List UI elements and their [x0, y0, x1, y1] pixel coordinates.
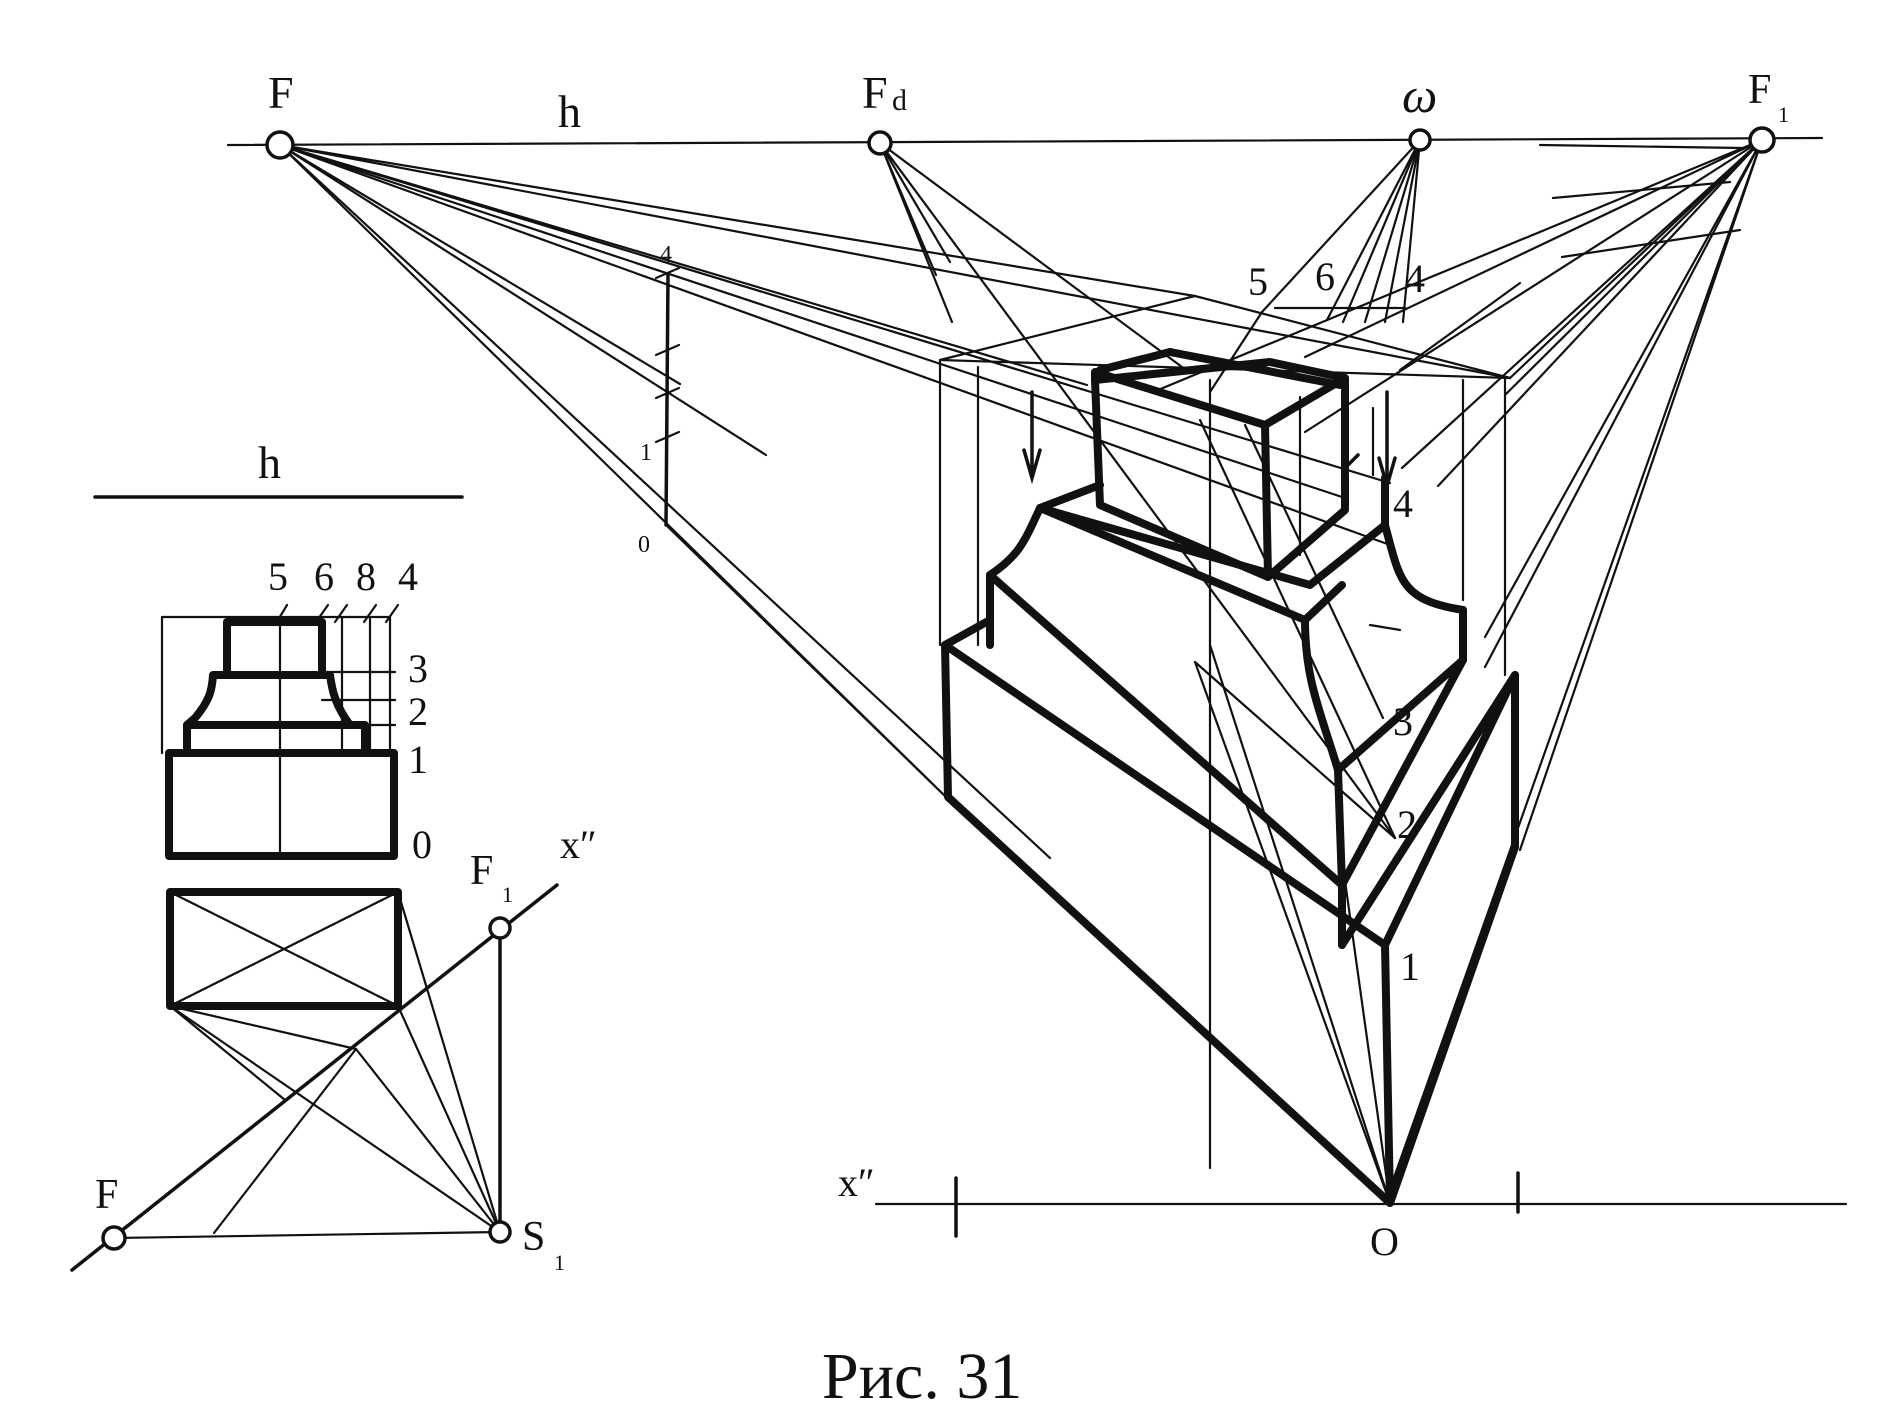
- perspective-drawing: F h F d ω F 1 x″ O 4 1 0 4 3 2 1 5 6 4: [226, 67, 1848, 1264]
- label-s1-sub: 1: [554, 1250, 565, 1275]
- label-omega: ω: [1402, 67, 1437, 123]
- ortho-top-5: 5: [268, 554, 288, 599]
- scale-label-4: 4: [660, 242, 672, 268]
- horizon-line: [226, 136, 1824, 147]
- label-s1: S: [522, 1214, 545, 1260]
- top-label-4: 4: [1405, 256, 1425, 301]
- rays-from-omega: [1208, 138, 1422, 394]
- station-point-s1: [488, 1220, 512, 1244]
- point-f1-plan: [488, 916, 512, 940]
- right-label-3: 3: [1393, 699, 1413, 744]
- label-o: O: [1370, 1219, 1399, 1264]
- scale-label-0: 0: [638, 532, 650, 558]
- right-label-4: 4: [1393, 481, 1413, 526]
- point-f-plan: [101, 1225, 127, 1251]
- construction-diagonals: [1193, 418, 1402, 1205]
- label-x2-right: x″: [838, 1160, 875, 1205]
- distance-point-fd: [867, 130, 893, 156]
- ortho-side-1: 1: [408, 737, 428, 782]
- label-f1-plan: F: [470, 848, 493, 894]
- label-h-top: h: [558, 86, 581, 137]
- rays-from-f: [278, 143, 1512, 860]
- label-f1-sub: 1: [1778, 102, 1789, 127]
- right-label-2: 2: [1397, 802, 1417, 847]
- figure-caption: Рис. 31: [822, 1340, 1022, 1413]
- label-f1: F: [1748, 67, 1771, 113]
- label-f1-plan-sub: 1: [502, 882, 513, 907]
- label-x2-left: x″: [560, 822, 597, 867]
- rays-from-fd: [878, 141, 1397, 840]
- label-f: F: [268, 67, 294, 118]
- height-scale: [654, 266, 948, 799]
- front-view: [160, 603, 400, 860]
- ortho-side-3: 3: [408, 646, 428, 691]
- ortho-top-4: 4: [398, 554, 418, 599]
- vanishing-point-omega: [1408, 128, 1432, 152]
- label-fd-sub: d: [892, 84, 907, 117]
- label-h-left: h: [258, 437, 281, 488]
- scale-label-1: 1: [640, 440, 652, 466]
- orthographic-drawing: h 5 6 8 4 3 2 1 0: [70, 437, 597, 1275]
- top-label-5: 5: [1248, 259, 1268, 304]
- label-fd: F: [862, 67, 888, 118]
- plan-view: [166, 888, 402, 1010]
- ortho-side-0: 0: [412, 822, 432, 867]
- ortho-side-2: 2: [408, 689, 428, 734]
- ortho-top-6: 6: [314, 554, 334, 599]
- vanishing-point-f1: [1748, 126, 1776, 154]
- right-label-1: 1: [1400, 944, 1420, 989]
- plan-rays: [70, 883, 559, 1272]
- rays-from-f1: [1156, 138, 1764, 1205]
- stepped-pedestal: [941, 348, 1519, 1207]
- vanishing-point-f: [265, 130, 295, 160]
- label-f-plan: F: [95, 1172, 118, 1218]
- ortho-top-8: 8: [356, 554, 376, 599]
- top-label-6: 6: [1315, 254, 1335, 299]
